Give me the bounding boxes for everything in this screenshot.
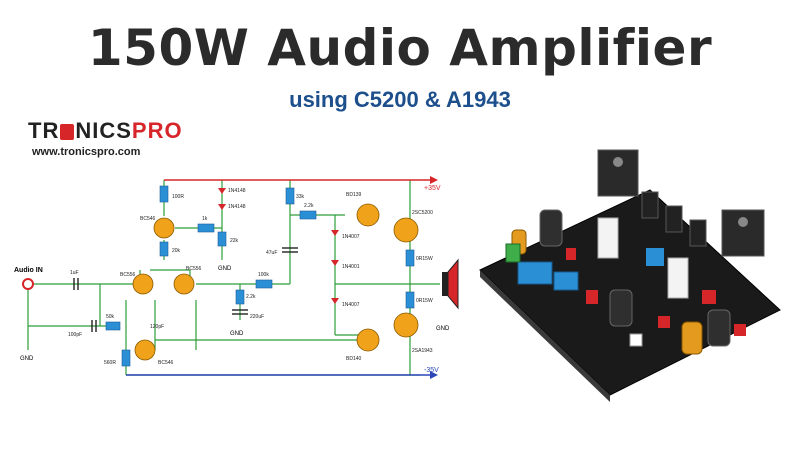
page-title: 150W Audio Amplifier xyxy=(87,19,713,77)
transistor-bc546-top xyxy=(153,217,175,239)
small-components xyxy=(566,248,746,347)
pcb-edge xyxy=(480,270,610,402)
transistor-2sa1943 xyxy=(393,312,419,338)
terminal-block-green xyxy=(505,243,521,263)
amplifier-schematic: +35V -35V Audio IN GND GND GND xyxy=(14,176,459,379)
label-bc546-top: BC546 xyxy=(140,216,156,222)
label-2k2: 2.2k xyxy=(304,203,314,209)
diode-1n4001 xyxy=(331,260,339,266)
resistor-50k xyxy=(105,321,121,331)
resistor-2k2-fb xyxy=(235,289,245,305)
label-bd139: BD139 xyxy=(346,192,362,198)
transistor-bd140 xyxy=(356,328,380,352)
label-100pf: 100pF xyxy=(68,332,82,338)
label-1n4001: 1N4001 xyxy=(342,264,360,270)
power-resistor-b xyxy=(667,257,689,299)
diode-1n4148-b xyxy=(218,204,226,210)
label-1uf: 1uF xyxy=(70,270,79,276)
supply-pos-label: +35V xyxy=(424,185,441,192)
gnd-label-cap: GND xyxy=(230,331,244,337)
label-2sc5200: 2SC5200 xyxy=(412,210,433,216)
label-22k: 22k xyxy=(230,238,239,244)
chip-icon xyxy=(60,124,75,140)
label-0r15w-b: 0R15W xyxy=(416,298,433,304)
label-1n4007-a: 1N4007 xyxy=(342,234,360,240)
website-url: www.tronicspro.com xyxy=(32,146,141,158)
label-2sa1943: 2SA1943 xyxy=(412,348,433,354)
label-bc556-a: BC556 xyxy=(120,272,136,278)
negative-rail-arrow xyxy=(430,371,438,379)
input-jack-icon xyxy=(22,278,34,290)
diodes xyxy=(218,188,339,304)
label-120pf: 120pF xyxy=(150,324,164,330)
resistor-100k xyxy=(255,279,273,289)
power-transistors xyxy=(597,149,765,257)
label-0r15w-a: 0R15W xyxy=(416,256,433,262)
transistor-bc556-b xyxy=(173,273,195,295)
input-label: Audio IN xyxy=(14,267,43,274)
resistor-20k xyxy=(159,241,169,257)
gnd-label-mid: GND xyxy=(218,266,232,272)
label-33k: 33k xyxy=(296,194,305,200)
terminal-block-a xyxy=(517,261,553,285)
resistor-0r15w-a xyxy=(405,249,415,267)
label-1n4007-b: 1N4007 xyxy=(342,302,360,308)
speaker-icon xyxy=(442,258,459,310)
label-2k2-fb: 2.2k xyxy=(246,294,256,300)
diode-1n4007-a xyxy=(331,230,339,236)
transistor-2sc5200 xyxy=(393,217,419,243)
label-1n4148-b: 1N4148 xyxy=(228,204,246,210)
resistor-560r xyxy=(121,349,131,367)
label-1k: 1k xyxy=(202,216,208,222)
label-1n4148-a: 1N4148 xyxy=(228,188,246,194)
gnd-label-left: GND xyxy=(20,356,34,362)
label-100r: 100R xyxy=(172,194,184,200)
label-bc546-bot: BC546 xyxy=(158,360,174,366)
gnd-label-speaker: GND xyxy=(436,326,450,332)
label-bd140: BD140 xyxy=(346,356,362,362)
resistor-2k2 xyxy=(299,210,317,220)
resistor-22k xyxy=(217,231,227,247)
component-labels: 100R BC546 20k 1k 22k 1N4148 1N4148 33k … xyxy=(68,188,433,366)
positive-rail-arrow xyxy=(430,176,438,184)
label-20k: 20k xyxy=(172,248,181,254)
brand-logo-part-a: TR xyxy=(28,118,60,143)
resistor-1k xyxy=(197,223,215,233)
power-resistor-a xyxy=(597,217,619,259)
resistors xyxy=(105,185,415,367)
resistor-0r15w-b xyxy=(405,291,415,309)
supply-neg-label: -35V xyxy=(424,367,439,374)
label-bc556-b: BC556 xyxy=(186,266,202,272)
brand-logo: TR NICSPRO xyxy=(28,118,183,144)
brand-logo-part-c: PRO xyxy=(131,118,183,143)
resistor-33k xyxy=(285,187,295,205)
pcb-board-image xyxy=(479,149,781,402)
label-47uf: 47uF xyxy=(266,250,277,256)
page-subtitle: using C5200 & A1943 xyxy=(289,87,511,112)
diode-1n4007-b xyxy=(331,298,339,304)
transistor-bd139 xyxy=(356,203,380,227)
transistor-bc556-a xyxy=(132,273,154,295)
diode-1n4148-a xyxy=(218,188,226,194)
label-50k: 50k xyxy=(106,314,115,320)
brand-logo-part-b: NICS xyxy=(75,118,132,143)
label-560r: 560R xyxy=(104,360,116,366)
transistors xyxy=(132,203,419,361)
capacitors xyxy=(73,247,298,332)
label-100k: 100k xyxy=(258,272,269,278)
terminal-block-b xyxy=(553,271,579,291)
transistor-bc546-bot xyxy=(134,339,156,361)
label-220uf: 220uF xyxy=(250,314,264,320)
resistor-100r xyxy=(159,185,169,203)
